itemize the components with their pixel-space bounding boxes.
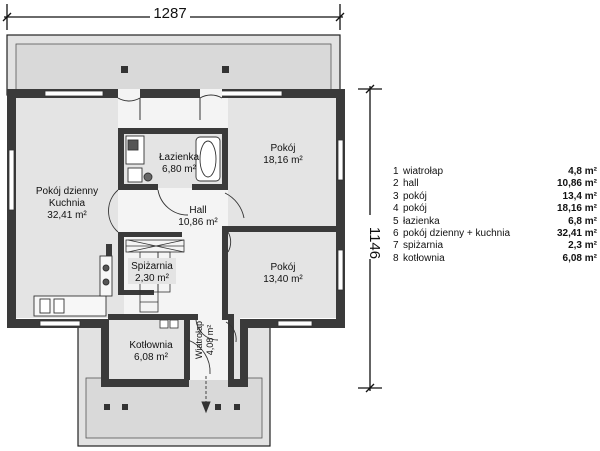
legend-room-name: pokój xyxy=(403,203,427,215)
terrace-post xyxy=(222,66,229,73)
legend-row: 1 wiatrołap 4,8 m² xyxy=(393,166,597,178)
room-area: 18,16 m² xyxy=(263,155,303,166)
room-label-room-1340: Pokój 13,40 m² xyxy=(263,262,303,285)
height-label: 1146 xyxy=(366,227,383,259)
legend-room-name: pokój xyxy=(403,190,427,202)
width-label: 1287 xyxy=(153,5,186,22)
legend-row: 8 kotłownia 6,08 m² xyxy=(393,253,597,265)
room-label-boiler: Kotłownia 6,08 m² xyxy=(129,340,173,363)
room-name: Hall xyxy=(189,205,206,216)
legend-room-name: kotłownia xyxy=(403,252,445,264)
legend-number: 8 xyxy=(393,252,399,264)
boiler-fixtures xyxy=(159,319,179,329)
legend-row: 3 pokój 13,4 m² xyxy=(393,191,597,203)
room-name: Wiatrołap xyxy=(194,321,204,359)
bathroom-fixtures xyxy=(125,135,221,183)
legend-area: 13,4 m² xyxy=(562,190,597,202)
legend-area: 6,08 m² xyxy=(562,252,597,264)
height-label-bg xyxy=(362,215,378,259)
room-label-hall: Hall 10,86 m² xyxy=(178,205,218,228)
legend-room-name: pokój dzienny + kuchnia xyxy=(403,228,511,240)
legend-area: 6,8 m² xyxy=(568,215,597,227)
legend-row: 4 pokój 18,16 m² xyxy=(393,203,597,215)
interior-walls xyxy=(106,128,336,380)
upper-terrace xyxy=(6,34,341,96)
legend-area: 18,16 m² xyxy=(556,203,597,215)
width-label-bg xyxy=(150,5,190,21)
legend-number: 4 xyxy=(393,203,399,215)
legend-row: 6 pokój dzienny + kuchnia 32,41 m² xyxy=(393,228,597,240)
legend-number: 5 xyxy=(393,215,399,227)
room-name: Pokój xyxy=(270,262,295,273)
room-name: Spiżarnia xyxy=(131,261,173,272)
room-area: 2,30 m² xyxy=(135,273,170,284)
room-label-bathroom: Łazienka 6,80 m² xyxy=(159,152,199,175)
terrace-post xyxy=(122,404,128,410)
legend-room-name: spiżarnia xyxy=(403,240,444,252)
legend-room-name: łazienka xyxy=(403,215,440,227)
room-area: 32,41 m² xyxy=(47,210,87,221)
area-legend: 1 wiatrołap 4,8 m² 2 hall 10,86 m² 3 pokój 13,4 … xyxy=(393,166,597,265)
kitchen-counter xyxy=(33,255,113,317)
terrace-post xyxy=(104,404,110,410)
terrace-post xyxy=(215,404,221,410)
room-area: 13,40 m² xyxy=(263,274,303,285)
room-name: Kuchnia xyxy=(49,198,86,209)
legend-room-name: wiatrołap xyxy=(403,166,444,177)
legend-number: 1 xyxy=(393,166,399,177)
room-label-room-1816: Pokój 18,16 m² xyxy=(263,143,303,166)
legend-area: 10,86 m² xyxy=(556,178,597,190)
room-name: Łazienka xyxy=(159,152,199,163)
windows xyxy=(8,90,344,327)
room-name: Pokój dzienny xyxy=(36,186,98,197)
terrace-post xyxy=(121,66,128,73)
room-area: 10,86 m² xyxy=(178,217,218,228)
legend-area: 32,41 m² xyxy=(556,228,597,240)
legend-area: 4,8 m² xyxy=(568,166,597,177)
terrace-post xyxy=(234,404,240,410)
legend-area: 2,3 m² xyxy=(568,240,597,252)
entrance-arrow xyxy=(201,376,211,414)
terrace-doors xyxy=(117,89,223,120)
door-swings xyxy=(108,189,245,375)
legend-row: 5 łazienka 6,8 m² xyxy=(393,216,597,228)
legend-number: 6 xyxy=(393,228,399,240)
room-label-living-kitchen: Pokój dzienny Kuchnia 32,41 m² xyxy=(36,186,98,221)
legend-number: 3 xyxy=(393,190,399,202)
room-area: 6,08 m² xyxy=(134,352,169,363)
legend-room-name: hall xyxy=(403,178,419,190)
room-name: Kotłownia xyxy=(129,340,173,351)
room-label-vestibule: Wiatrołap 4,08 m² xyxy=(194,321,215,359)
room-area: 4,08 m² xyxy=(205,325,215,356)
legend-number: 2 xyxy=(393,178,399,190)
room-label-pantry: Spiżarnia 2,30 m² xyxy=(128,258,176,284)
room-area: 6,80 m² xyxy=(162,164,197,175)
legend-row: 7 spiżarnia 2,3 m² xyxy=(393,240,597,252)
room-name: Pokój xyxy=(270,143,295,154)
legend-number: 7 xyxy=(393,240,399,252)
legend-row: 2 hall 10,86 m² xyxy=(393,178,597,190)
